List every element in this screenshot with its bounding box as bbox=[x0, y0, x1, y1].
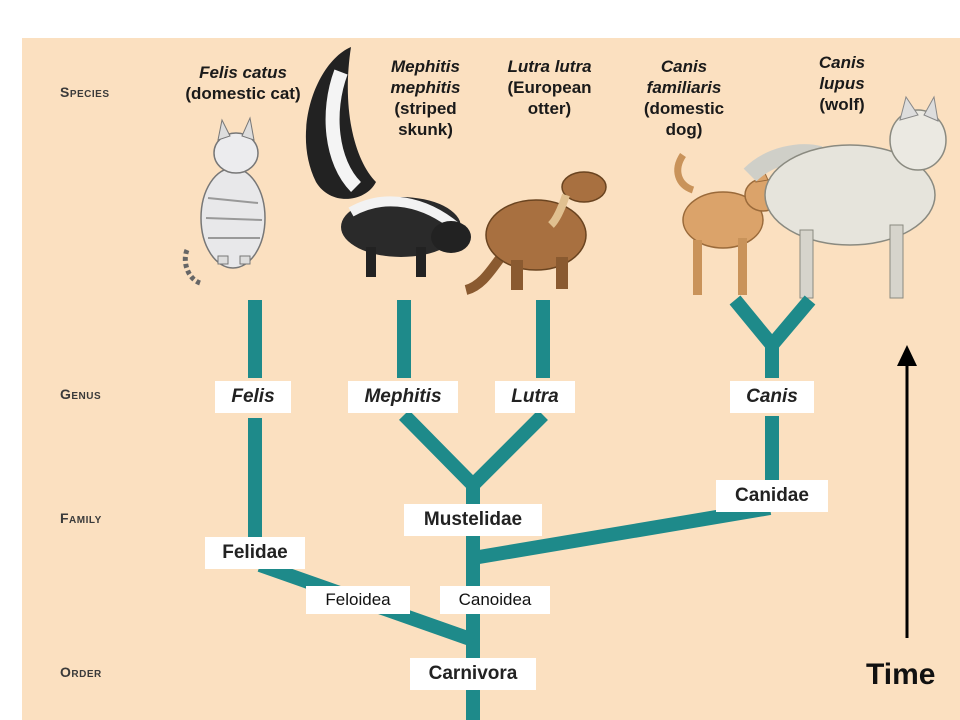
rank-order: Order bbox=[60, 664, 102, 680]
branch-canis-fork bbox=[729, 295, 816, 356]
wolf-illustration bbox=[743, 95, 947, 299]
genus-felis: Felis bbox=[215, 381, 291, 413]
species-mephitis: Mephitis mephitis(striped skunk) bbox=[390, 57, 461, 139]
species-lutra: Lutra lutra(European otter) bbox=[507, 57, 592, 118]
genus-canis: Canis bbox=[730, 381, 814, 413]
rank-species: Species bbox=[60, 84, 110, 100]
genus-lutra: Lutra bbox=[495, 381, 575, 413]
superfamily-feloidea: Feloidea bbox=[306, 586, 410, 614]
skunk-illustration bbox=[305, 47, 471, 277]
otter-illustration bbox=[464, 171, 607, 295]
family-felidae: Felidae bbox=[205, 537, 305, 569]
genus-mephitis: Mephitis bbox=[348, 381, 458, 413]
family-mustelidae: Mustelidae bbox=[404, 504, 542, 536]
branch-canoid bbox=[471, 501, 772, 565]
species-canis-familiaris: Canis familiaris(domestic dog) bbox=[643, 57, 725, 139]
family-canidae: Canidae bbox=[716, 480, 828, 512]
species-felis-catus: Felis catus(domestic cat) bbox=[185, 63, 301, 103]
rank-genus: Genus bbox=[60, 386, 102, 402]
cat-illustration bbox=[182, 116, 266, 286]
order-carnivora: Carnivora bbox=[410, 658, 536, 690]
superfamily-canoidea: Canoidea bbox=[440, 586, 550, 614]
branch-mustelid-fork bbox=[399, 410, 548, 495]
time-label: Time bbox=[866, 658, 936, 691]
species-canis-lupus: Canis lupus(wolf) bbox=[818, 53, 866, 114]
time-arrow-icon bbox=[897, 345, 917, 638]
rank-family: Family bbox=[60, 510, 102, 526]
